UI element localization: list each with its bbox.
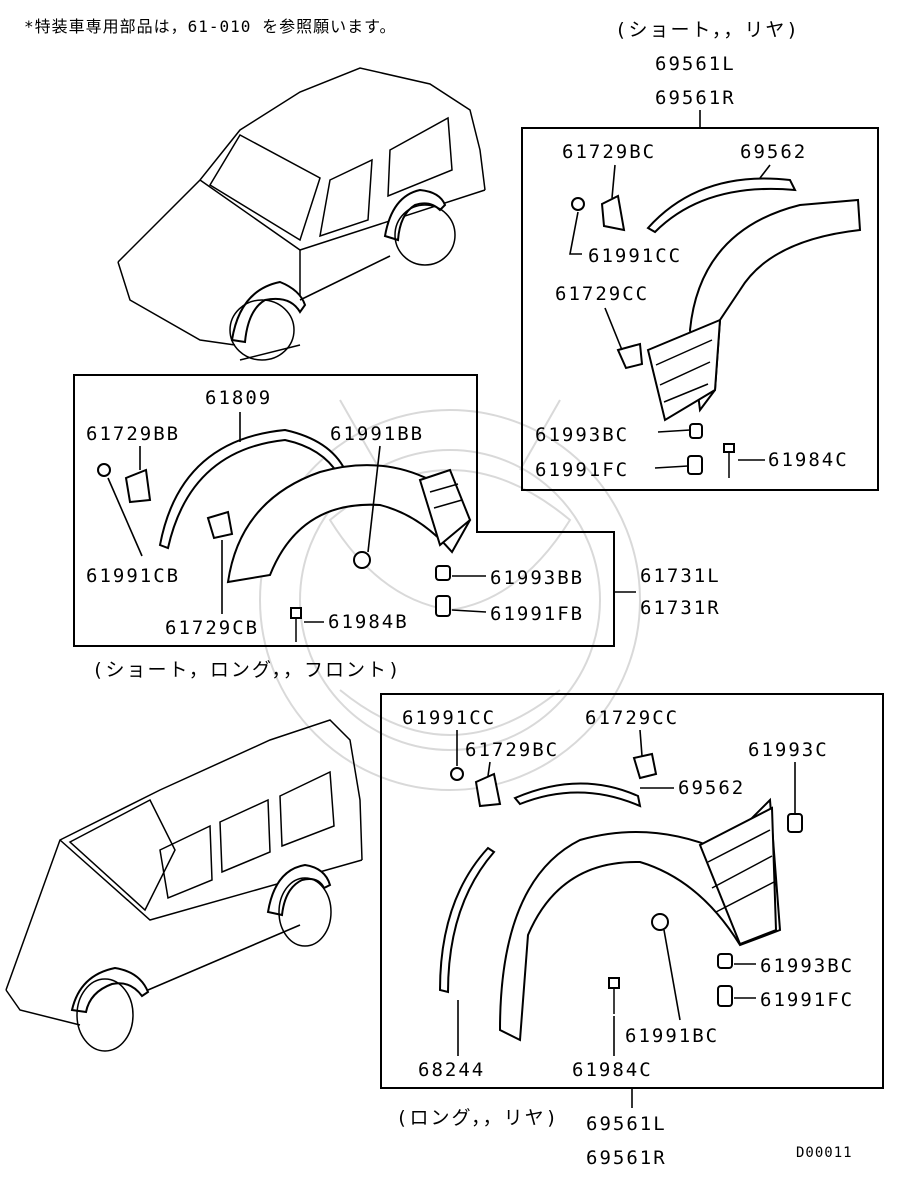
label-61991CB: 61991CB bbox=[86, 565, 180, 587]
label-61991CC: 61991CC bbox=[588, 245, 682, 267]
assy-short-rear-left: 69561L bbox=[655, 53, 736, 75]
label-61993BC-b: 61993BC bbox=[760, 955, 854, 977]
label-69562-b: 69562 bbox=[678, 777, 745, 799]
assy-long-rear-left: 69561L bbox=[586, 1113, 667, 1135]
label-61729CB: 61729CB bbox=[165, 617, 259, 639]
label-61991BC: 61991BC bbox=[625, 1025, 719, 1047]
label-61991FC: 61991FC bbox=[535, 459, 629, 481]
label-61984C-b: 61984C bbox=[572, 1059, 653, 1081]
box-short-rear bbox=[521, 127, 879, 491]
label-68244: 68244 bbox=[418, 1059, 485, 1081]
label-61984B: 61984B bbox=[328, 611, 409, 633]
assy-front-left: 61731L bbox=[640, 565, 721, 587]
label-61809: 61809 bbox=[205, 387, 272, 409]
label-61993C: 61993C bbox=[748, 739, 829, 761]
label-61991FB: 61991FB bbox=[490, 603, 584, 625]
label-61729BC-b: 61729BC bbox=[465, 739, 559, 761]
label-61993BB: 61993BB bbox=[490, 567, 584, 589]
label-61729BC: 61729BC bbox=[562, 141, 656, 163]
assy-short-rear-right: 69561R bbox=[655, 87, 736, 109]
label-61991FC-b: 61991FC bbox=[760, 989, 854, 1011]
box-front bbox=[73, 374, 615, 647]
watermark-emblem bbox=[259, 399, 641, 791]
label-61729BB: 61729BB bbox=[86, 423, 180, 445]
group-front: 61809 61729BB 61991BB 61991CB 61993BB 61… bbox=[73, 374, 721, 681]
diagram-code: D00011 bbox=[796, 1145, 853, 1161]
group-short-rear: (ショート，，リヤ) 69561L 69561R 61729BC 69562 6… bbox=[521, 19, 879, 491]
label-61984C: 61984C bbox=[768, 449, 849, 471]
label-61993BC: 61993BC bbox=[535, 424, 629, 446]
assy-long-rear-right: 69561R bbox=[586, 1147, 667, 1169]
assy-front-right: 61731R bbox=[640, 597, 721, 619]
caption-short-rear: (ショート，，リヤ) bbox=[615, 19, 800, 41]
label-61729CC: 61729CC bbox=[555, 283, 649, 305]
vehicle-short-illustration bbox=[117, 67, 486, 361]
caption-front: (ショート，ロング，，フロント) bbox=[92, 659, 401, 681]
vehicle-long-illustration bbox=[5, 719, 363, 1052]
label-61729CC-b: 61729CC bbox=[585, 707, 679, 729]
label-69562: 69562 bbox=[740, 141, 807, 163]
caption-long-rear: (ロング，，リヤ) bbox=[396, 1107, 559, 1129]
label-61991BB: 61991BB bbox=[330, 423, 424, 445]
group-long-rear: 61991CC 61729CC 61729BC 61993C 69562 619… bbox=[380, 693, 884, 1169]
label-61991CC-b: 61991CC bbox=[402, 707, 496, 729]
header-note: *特装車専用部品は，61-010 を参照願います。 bbox=[24, 17, 396, 36]
